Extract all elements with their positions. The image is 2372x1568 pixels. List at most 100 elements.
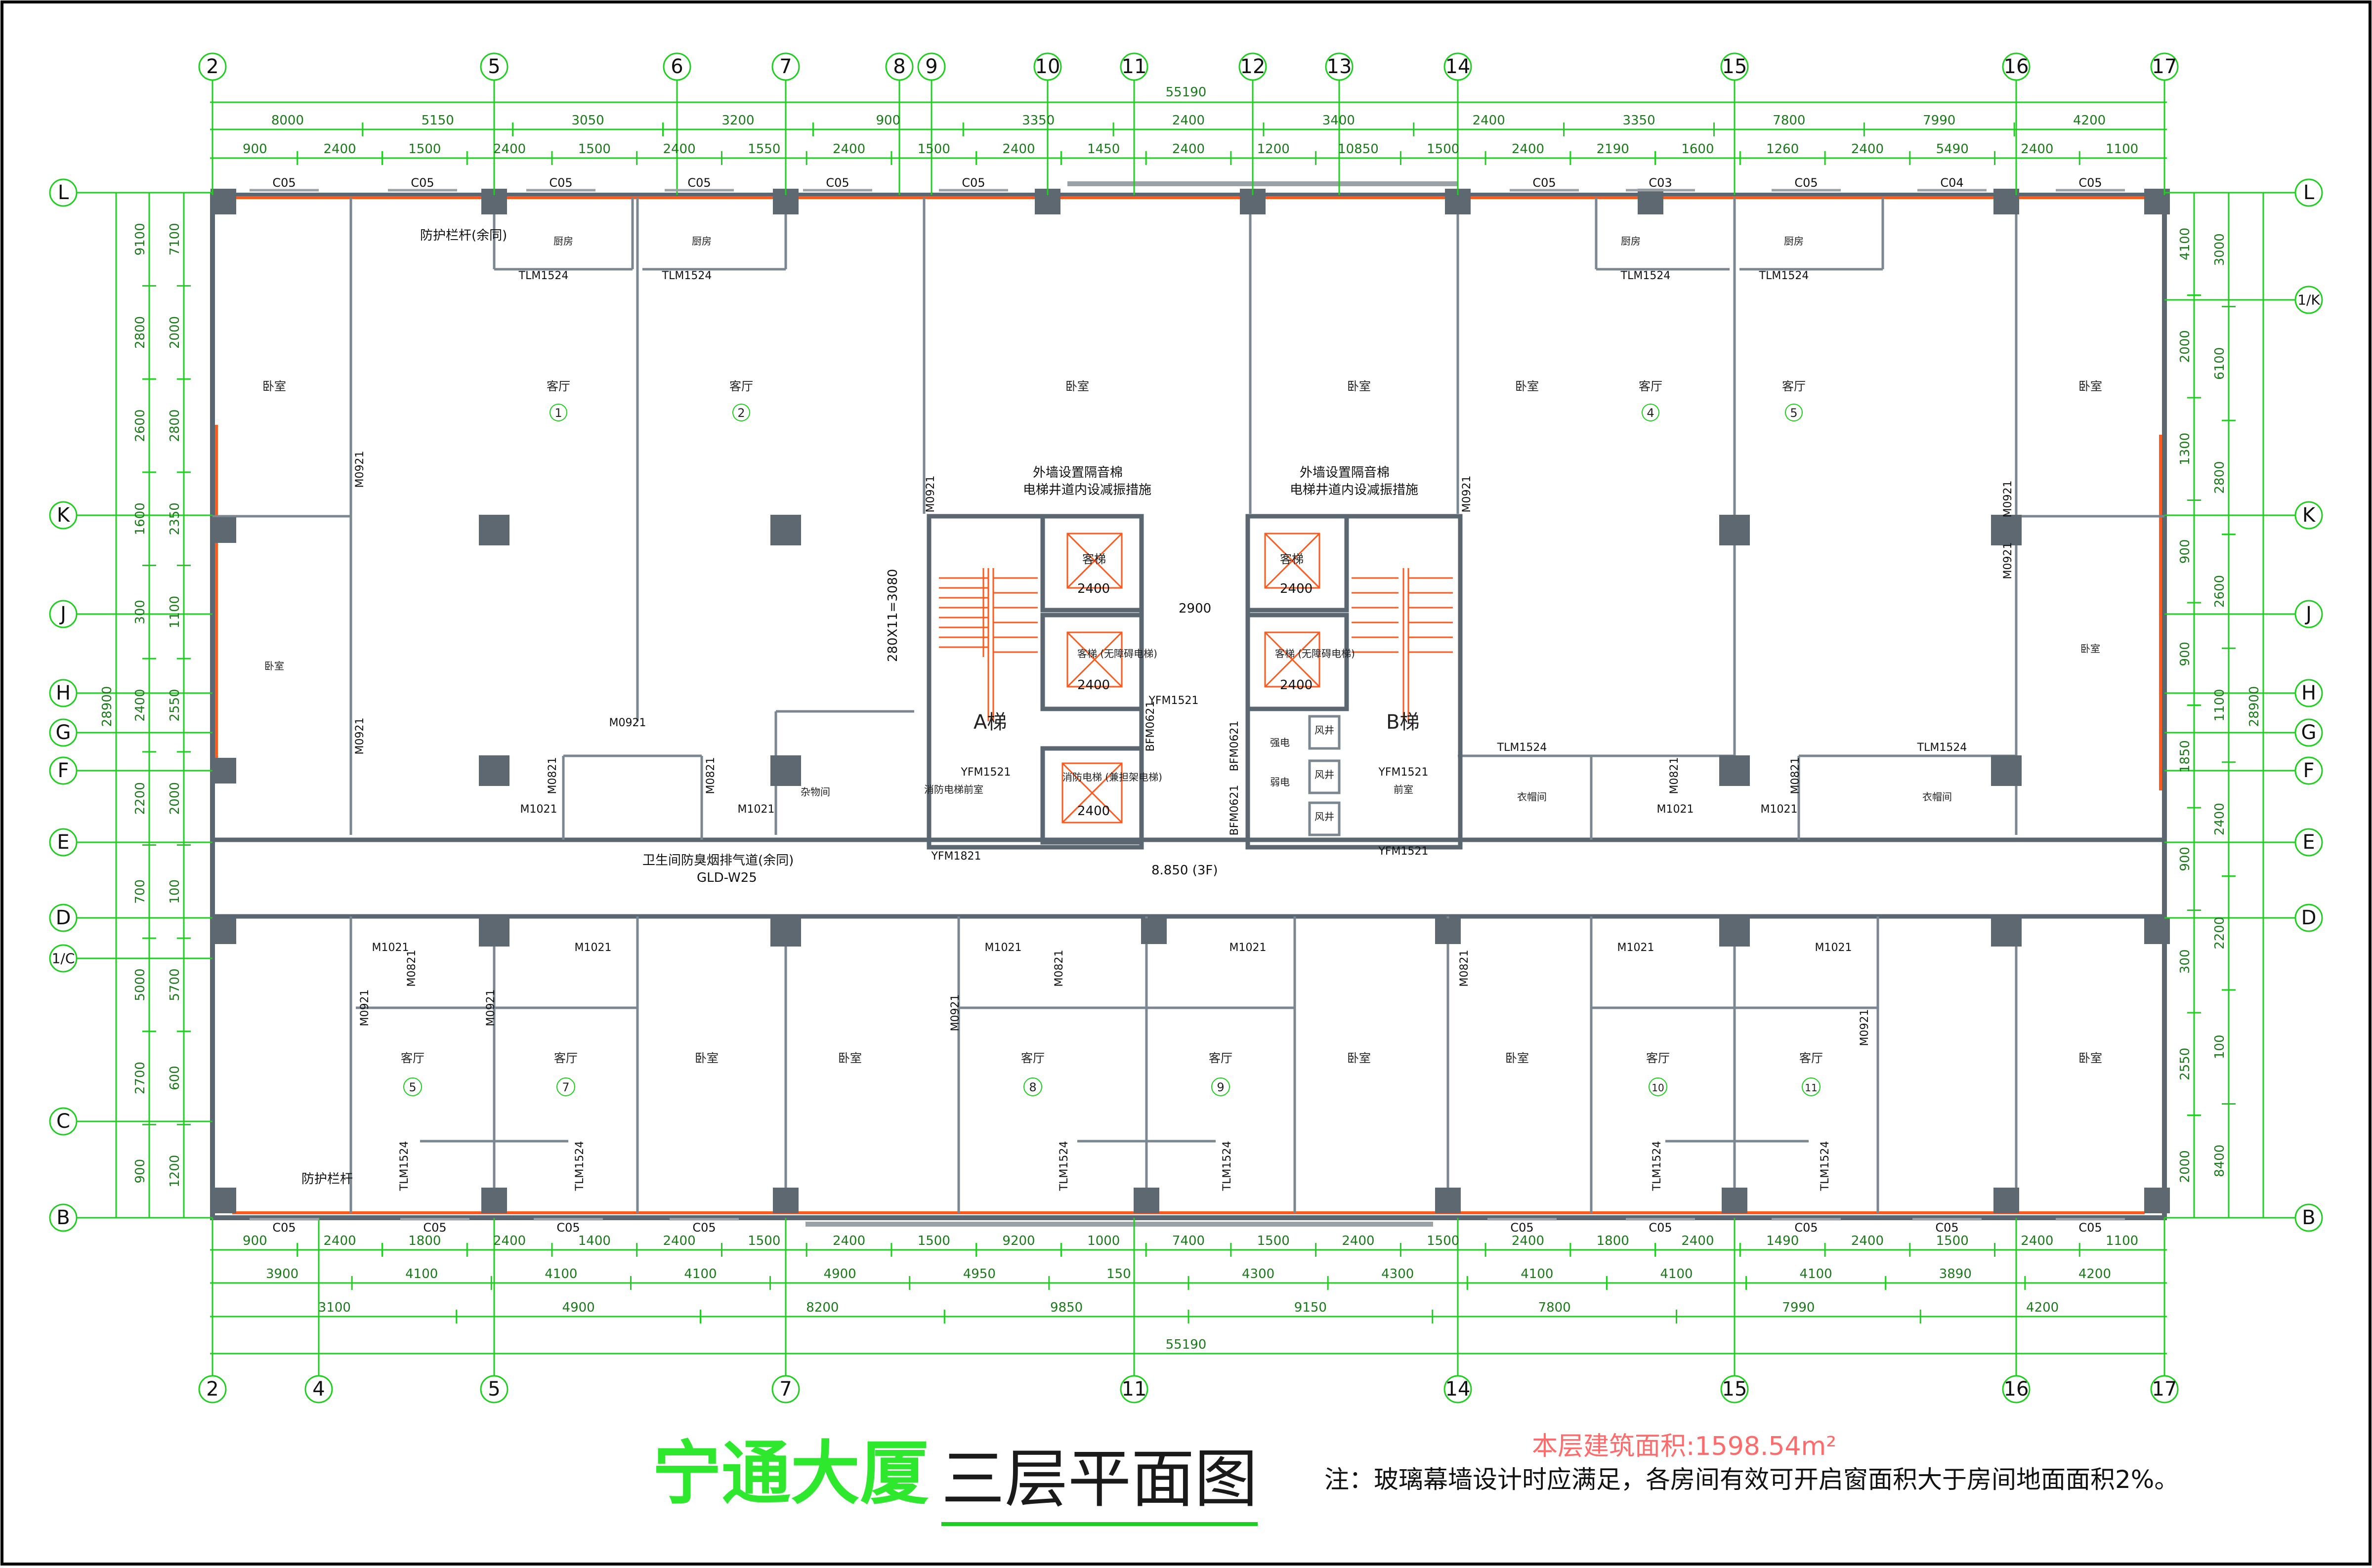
door-label-6: M0921 (609, 717, 646, 729)
structural-columns (211, 189, 2170, 1213)
window-bottom-6: C05 (1794, 1221, 1818, 1235)
column-29 (773, 1188, 799, 1213)
axis-bubble-top-17 (2150, 52, 2179, 81)
dim-bot-r1-6: 1500 (748, 1234, 780, 1248)
door-label-40: YFM1521 (960, 766, 1011, 779)
dim-right-outer-4: 1100 (2212, 689, 2227, 721)
column-15 (479, 755, 509, 786)
dim-top-r1-0: 8000 (271, 113, 304, 128)
column-23 (1435, 918, 1461, 944)
window-top-6: C05 (1532, 176, 1556, 190)
axis-bubble-bottom-7 (771, 1375, 800, 1403)
dim-right-inner-9: 2000 (2178, 1150, 2193, 1183)
window-top-7: C03 (1649, 176, 1672, 190)
dim-left-outer-0: 9100 (133, 223, 148, 255)
core-labels: 外墙设置隔音棉 电梯井道内设减振措施 外墙设置隔音棉 电梯井道内设减振措施 A梯… (886, 465, 1419, 878)
column-6 (1638, 189, 1663, 214)
dim-top-r2-6: 1550 (748, 142, 780, 157)
note-exhaust: 卫生间防臭烟排气道(余同) (642, 853, 794, 868)
axis-bubble-top-14 (1443, 52, 1472, 81)
door-label-45: BFM0621 (1144, 701, 1157, 752)
axis-label-left-D: D (56, 907, 71, 929)
dim-left-total: 28900 (100, 686, 115, 727)
room-upper-4: 卧室 (1347, 379, 1371, 393)
dim-top-r1-6: 2400 (1172, 113, 1205, 128)
window-top-8: C05 (1794, 176, 1818, 190)
axis-bubble-top-16 (2002, 52, 2031, 81)
unit-bubble-lower-1 (556, 1077, 575, 1096)
axis-label-bottom-4: 4 (312, 1378, 325, 1401)
dim-bot-r1-17: 2400 (1681, 1234, 1714, 1248)
door-label-16: M1021 (575, 942, 612, 954)
dim-bot-r1-7: 2400 (833, 1234, 865, 1248)
dim-bot-r2-13: 4200 (2078, 1267, 2111, 1281)
door-label-22: M0821 (705, 757, 717, 794)
door-label-10: M0921 (949, 994, 962, 1032)
room-upper-5: 卧室 (1515, 379, 1539, 393)
room-lower-2: 卧室 (695, 1051, 719, 1065)
column-25 (1991, 916, 2022, 947)
dim-right-outer-8: 8400 (2212, 1145, 2227, 1177)
stair-a-label: A梯 (974, 711, 1007, 734)
axis-label-left-L: L (58, 181, 69, 204)
shaft-note-1: 外墙设置隔音棉 (1033, 465, 1123, 480)
stair-dimension: 280X11=3080 (886, 569, 900, 662)
column-30 (1134, 1188, 1159, 1213)
axis-label-bottom-2: 2 (206, 1378, 218, 1401)
dim-bot-r1-22: 1100 (2106, 1234, 2138, 1248)
dim-top-r2-0: 900 (243, 142, 267, 157)
window-bottom-5: C05 (1649, 1221, 1672, 1235)
room-upper-7: 客厅 (1782, 379, 1806, 393)
unit-upper-2: 2 (737, 406, 745, 420)
axis-label-top-8: 8 (893, 55, 905, 78)
room-misc-13: 风井 (1314, 724, 1334, 736)
unit-bubble-upper-7 (1785, 404, 1803, 421)
dim-top-r2-12: 1200 (1257, 142, 1290, 157)
door-label-5: M0921 (2002, 542, 2014, 579)
door-label-21: M0821 (547, 757, 559, 794)
axis-bubble-bottom-15 (1720, 1375, 1749, 1403)
dim-top-r2-1: 2400 (324, 142, 356, 157)
dim-top-r2-11: 2400 (1172, 142, 1205, 157)
axis-bubble-right-1/K (2294, 286, 2323, 314)
room-lower-5: 客厅 (1209, 1051, 1232, 1065)
elevator-dim-5: 2400 (1077, 804, 1110, 819)
room-lower-10: 卧室 (2078, 1051, 2102, 1065)
dim-bot-r2-0: 3900 (266, 1267, 298, 1281)
dim-left-inner-6: 2000 (168, 782, 182, 815)
dim-bot-r1-0: 900 (243, 1234, 267, 1248)
elevator-guest-1: 客梯 (1082, 552, 1106, 566)
room-upper-2: 客厅 (729, 379, 753, 393)
door-label-9: M0921 (1859, 1009, 1871, 1046)
dim-bot-r1-4: 1400 (578, 1234, 611, 1248)
dimension-lines (115, 101, 2264, 1355)
door-label-34: TLM1524 (398, 1141, 411, 1192)
dim-top-r2-13: 10850 (1338, 142, 1379, 157)
axis-bubble-left-1/C (49, 944, 78, 973)
building-outline (210, 193, 2167, 1220)
room-lower-8: 客厅 (1646, 1051, 1670, 1065)
dim-bot-r2-4: 4900 (824, 1267, 856, 1281)
axis-bubble-bottom-5 (480, 1375, 508, 1403)
axis-bubble-top-13 (1325, 52, 1354, 81)
dim-top-r1-9: 3350 (1622, 113, 1655, 128)
door-label-3: M0921 (1461, 476, 1473, 513)
dim-top-r1-10: 7800 (1773, 113, 1805, 128)
room-lower-6: 卧室 (1347, 1051, 1371, 1065)
dim-right-outer-3: 2600 (2212, 575, 2227, 608)
window-top-10: C05 (2078, 176, 2102, 190)
door-label-13: M1021 (1657, 803, 1694, 816)
elevator-barrier-free-1: 客梯 (无障碍电梯) (1077, 648, 1157, 660)
dim-bot-r2-7: 4300 (1242, 1267, 1274, 1281)
shaft-note-1b: 外墙设置隔音棉 (1300, 465, 1390, 480)
column-22 (1141, 918, 1167, 944)
stair-b-label: B梯 (1386, 711, 1419, 734)
door-label-35: TLM1524 (574, 1141, 586, 1192)
dim-bot-r2-11: 4100 (1800, 1267, 1832, 1281)
door-label-27: M0821 (1458, 950, 1471, 987)
unit-upper-1: 1 (554, 406, 562, 420)
axis-bubble-top-8 (885, 52, 914, 81)
axis-label-top-17: 17 (2152, 55, 2177, 78)
unit-bubble-lower-9 (1802, 1077, 1821, 1096)
